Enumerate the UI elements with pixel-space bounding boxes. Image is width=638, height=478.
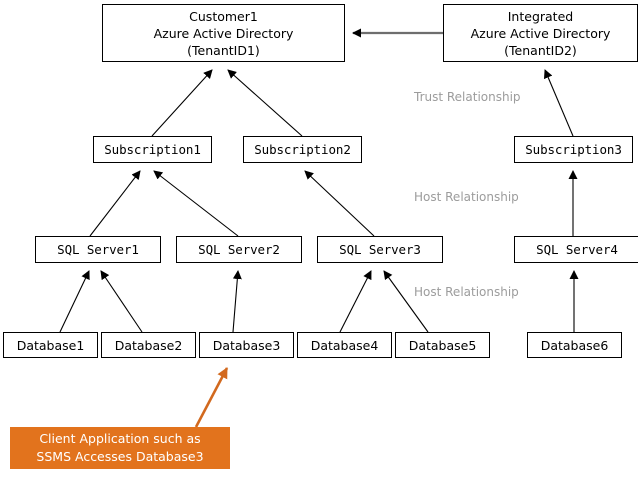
node-sql-server1-label: SQL Server1 [57,242,139,257]
node-subscription3[interactable]: Subscription3 [514,136,633,163]
node-database4[interactable]: Database4 [297,332,392,358]
node-sql-server1[interactable]: SQL Server1 [35,236,161,263]
node-database2-label: Database2 [114,337,183,353]
callout-client-application[interactable]: Client Application such as SSMS Accesses… [10,427,230,469]
node-integrated-aad-line-1: Integrated [507,8,574,24]
label-host-relationship-databases: Host Relationship [414,285,519,299]
edge-database4-to-sql-server3 [339,270,372,333]
node-database4-label: Database4 [310,337,379,353]
node-integrated-aad-line-3: (TenantID2) [504,42,577,58]
edge-database5-to-sql-server3 [383,270,429,333]
node-integrated-aad-line-2: Azure Active Directory [470,25,611,41]
edge-sql-server1-to-subscription1 [89,170,141,237]
edge-subscription2-to-customer-aad [227,69,303,137]
label-host-relationship-subscriptions: Host Relationship [414,190,519,204]
node-sql-server4-label: SQL Server4 [536,242,618,257]
node-database3-label: Database3 [212,337,281,353]
node-sql-server2-label: SQL Server2 [198,242,280,257]
callout-line-2: SSMS Accesses Database3 [36,449,204,464]
edge-database1-to-sql-server1 [59,270,90,333]
node-database3[interactable]: Database3 [199,332,294,358]
edge-callout-to-database3 [194,367,229,428]
node-sql-server2[interactable]: SQL Server2 [176,236,302,263]
node-customer-aad[interactable]: Customer1 Azure Active Directory (Tenant… [102,4,345,62]
edge-database3-to-sql-server2 [232,270,242,333]
node-database5-label: Database5 [408,337,477,353]
node-customer-aad-line-1: Customer1 [189,8,258,24]
node-integrated-aad[interactable]: Integrated Azure Active Directory (Tenan… [443,4,638,62]
node-subscription3-label: Subscription3 [525,142,622,157]
node-database1[interactable]: Database1 [3,332,98,358]
node-customer-aad-line-2: Azure Active Directory [153,25,294,41]
node-database2[interactable]: Database2 [101,332,196,358]
edge-sql-server3-to-subscription2 [304,170,375,237]
edge-subscription1-to-customer-aad [151,69,213,137]
node-subscription2[interactable]: Subscription2 [243,136,362,163]
node-database5[interactable]: Database5 [395,332,490,358]
node-sql-server3-label: SQL Server3 [339,242,421,257]
edge-subscription3-to-integrated-aad [543,69,574,137]
node-customer-aad-line-3: (TenantID1) [187,42,260,58]
callout-line-1: Client Application such as [39,431,201,446]
node-database1-label: Database1 [16,337,85,353]
edge-sql-server2-to-subscription1 [153,170,239,237]
node-sql-server4[interactable]: SQL Server4 [514,236,638,263]
node-subscription2-label: Subscription2 [254,142,351,157]
edge-database2-to-sql-server1 [100,270,143,333]
node-database6[interactable]: Database6 [527,332,622,358]
node-subscription1[interactable]: Subscription1 [93,136,212,163]
node-database6-label: Database6 [540,337,609,353]
node-subscription1-label: Subscription1 [104,142,201,157]
node-sql-server3[interactable]: SQL Server3 [317,236,443,263]
label-trust-relationship: Trust Relationship [414,90,521,104]
